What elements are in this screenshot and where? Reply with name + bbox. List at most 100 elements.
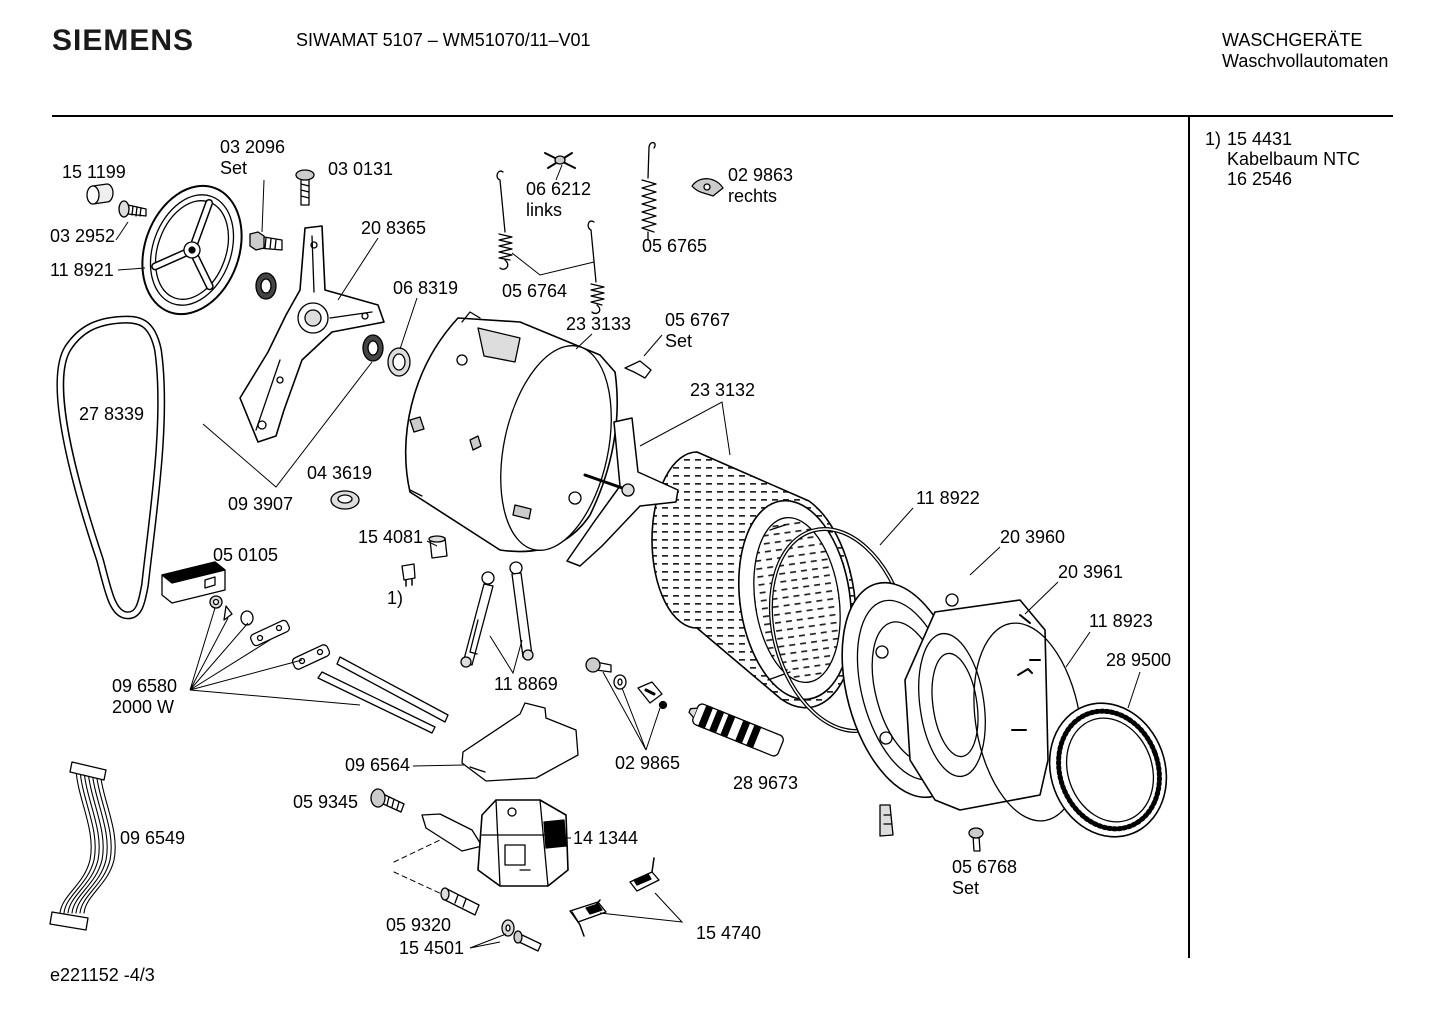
heating-element-drawing bbox=[317, 656, 449, 734]
part-note: Set bbox=[665, 331, 693, 351]
motor-drawing bbox=[421, 799, 569, 887]
part-number: 05 6767 bbox=[665, 310, 731, 330]
part-number: 11 8923 bbox=[1089, 611, 1153, 631]
part-number: 23 3132 bbox=[690, 380, 756, 400]
part-number: 09 6564 bbox=[345, 755, 411, 775]
motor-screw-drawing bbox=[370, 788, 405, 813]
carbon-brush-drawing bbox=[569, 857, 660, 937]
part-number: 05 9320 bbox=[386, 915, 452, 935]
shock-absorber-right-drawing bbox=[509, 561, 534, 661]
shaft-bearing-drawing bbox=[362, 334, 384, 362]
part-label: 20 3960 bbox=[1000, 527, 1065, 548]
part-label: 09 3907 bbox=[228, 494, 293, 515]
appliance-category: WASCHGERÄTE bbox=[1222, 30, 1363, 50]
part-label: 11 8921 bbox=[50, 260, 114, 281]
part-note: links bbox=[526, 200, 563, 220]
bushing-drawing bbox=[86, 183, 114, 205]
shaft-seal-drawing bbox=[387, 347, 411, 377]
note-part-number: 15 4431 bbox=[1227, 129, 1293, 149]
part-number: 03 2952 bbox=[50, 226, 116, 246]
part-number: 28 9500 bbox=[1106, 650, 1172, 670]
part-label: 11 8922 bbox=[916, 488, 980, 509]
part-label: 20 3961 bbox=[1058, 562, 1123, 583]
bearing-drawing bbox=[255, 272, 277, 300]
bracket-set-drawing bbox=[624, 360, 652, 379]
part-number: 15 4501 bbox=[399, 938, 465, 958]
part-number: 15 4081 bbox=[358, 527, 424, 547]
part-number: 11 8922 bbox=[916, 488, 980, 508]
siemens-logo: SIEMENS bbox=[52, 24, 195, 57]
drum-flange-drawing bbox=[239, 225, 385, 443]
part-number: 05 0105 bbox=[213, 545, 279, 565]
part-number: 20 3960 bbox=[1000, 527, 1066, 547]
tub-spring-drawing bbox=[641, 141, 657, 241]
part-label: 05 6765 bbox=[642, 236, 707, 257]
heater-fittings-drawing bbox=[209, 595, 331, 670]
drive-belt-drawing bbox=[56, 315, 166, 620]
part-label: 15 4740 bbox=[696, 923, 761, 944]
thermostat-drawing bbox=[161, 561, 226, 604]
part-number: 09 3907 bbox=[228, 494, 294, 514]
part-number: 05 6764 bbox=[502, 281, 568, 301]
tub-drawing bbox=[404, 311, 618, 553]
part-number: 05 6768 bbox=[952, 857, 1018, 877]
part-number: 11 8869 bbox=[494, 674, 558, 694]
part-label: 03 2952 bbox=[50, 226, 115, 247]
note-alt-part-number: 16 2546 bbox=[1227, 169, 1293, 189]
part-label: 03 0131 bbox=[328, 159, 393, 180]
leader-lines bbox=[115, 164, 1141, 949]
part-note: Set bbox=[952, 878, 980, 898]
part-number: 05 9345 bbox=[293, 792, 359, 812]
part-number: 06 8319 bbox=[393, 278, 459, 298]
footnote-marker: 1) bbox=[387, 588, 403, 609]
part-label: 14 1344 bbox=[573, 828, 638, 849]
part-label: 06 8319 bbox=[393, 278, 458, 299]
header-divider bbox=[52, 115, 1393, 117]
part-label: 28 9500 bbox=[1106, 650, 1171, 671]
clip-drawing bbox=[879, 804, 894, 837]
part-number: 15 4740 bbox=[696, 923, 762, 943]
door-ring-drawing bbox=[1048, 702, 1168, 838]
ntc-sensor-drawing bbox=[428, 535, 448, 559]
part-number: 09 6549 bbox=[120, 828, 186, 848]
part-label: 23 3132 bbox=[690, 380, 755, 401]
part-label: 09 6549 bbox=[120, 828, 185, 849]
tub-spring-left-drawing bbox=[496, 170, 513, 270]
motor-pin-drawing bbox=[440, 887, 480, 916]
model-title: SIWAMAT 5107 – WM51070/11–V01 bbox=[296, 30, 591, 50]
part-label: 05 6764 bbox=[502, 281, 567, 302]
part-label: 05 0105 bbox=[213, 545, 278, 566]
part-label: 09 6564 bbox=[345, 755, 410, 776]
side-panel-divider bbox=[1188, 117, 1190, 958]
part-label: 23 3133 bbox=[566, 314, 631, 335]
part-number: 03 0131 bbox=[328, 159, 394, 179]
part-number: 20 8365 bbox=[361, 218, 427, 238]
note-marker: 1) bbox=[1205, 129, 1222, 149]
part-note: rechts bbox=[728, 186, 778, 206]
shock-absorber-left-drawing bbox=[460, 571, 495, 668]
part-number: 20 3961 bbox=[1058, 562, 1124, 582]
part-label: 05 9320 bbox=[386, 915, 451, 936]
part-number: 02 9865 bbox=[615, 753, 681, 773]
part-number: 06 6212 bbox=[526, 179, 592, 199]
part-number: 14 1344 bbox=[573, 828, 639, 848]
part-number: 02 9863 bbox=[728, 165, 794, 185]
support-screw-drawing bbox=[585, 657, 668, 710]
part-number: 09 6580 bbox=[112, 676, 178, 696]
part-label: 04 3619 bbox=[307, 463, 372, 484]
note-description: Kabelbaum NTC bbox=[1227, 149, 1361, 169]
grease-tube-drawing bbox=[688, 703, 784, 757]
bolt-drawing bbox=[295, 169, 315, 206]
appliance-subcategory: Waschvollautomaten bbox=[1222, 51, 1389, 71]
front-bracket-drawing bbox=[904, 599, 1049, 811]
part-number: 04 3619 bbox=[307, 463, 373, 483]
part-label: 15 4501 bbox=[399, 938, 464, 959]
drum-pulley-drawing bbox=[141, 184, 243, 316]
part-note: Set bbox=[220, 158, 248, 178]
